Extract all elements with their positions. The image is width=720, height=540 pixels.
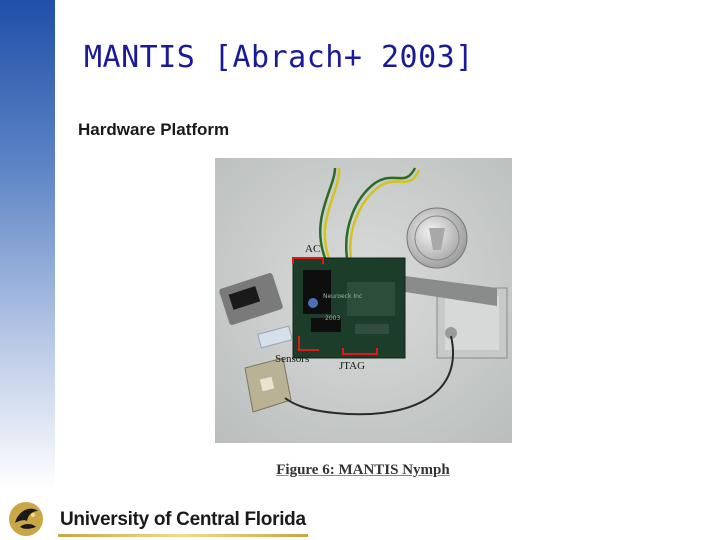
- mantis-nymph-photo: Neuroeck Inc 2003 AC Sensors JTAG: [215, 158, 512, 443]
- university-underline: [58, 534, 308, 537]
- ucf-pegasus-logo-icon: [9, 502, 43, 536]
- slide-title: MANTIS [Abrach+ 2003]: [84, 40, 474, 75]
- circuit-board: Neuroeck Inc 2003: [292, 257, 406, 359]
- slide-subtitle: Hardware Platform: [78, 120, 230, 139]
- board-text-2: 2003: [325, 315, 340, 322]
- jtag-bracket: [342, 348, 378, 355]
- label-ac: AC: [305, 243, 320, 255]
- board-text-1: Neuroeck Inc: [323, 293, 362, 300]
- label-sensors: Sensors: [275, 353, 309, 365]
- ac-bracket: [292, 257, 324, 264]
- label-jtag: JTAG: [339, 360, 365, 372]
- figure-caption: Figure 6: MANTIS Nymph: [276, 462, 450, 478]
- coin-icon: [406, 207, 468, 269]
- side-gradient-bar: [0, 0, 55, 490]
- sensor-module: [219, 273, 293, 349]
- gps-antenna: [244, 357, 292, 413]
- wire-bundle: [319, 167, 421, 259]
- coax-cable: [284, 335, 454, 416]
- university-name: University of Central Florida: [60, 509, 306, 530]
- metal-bracket: [405, 276, 508, 359]
- sensors-bracket: [298, 336, 319, 351]
